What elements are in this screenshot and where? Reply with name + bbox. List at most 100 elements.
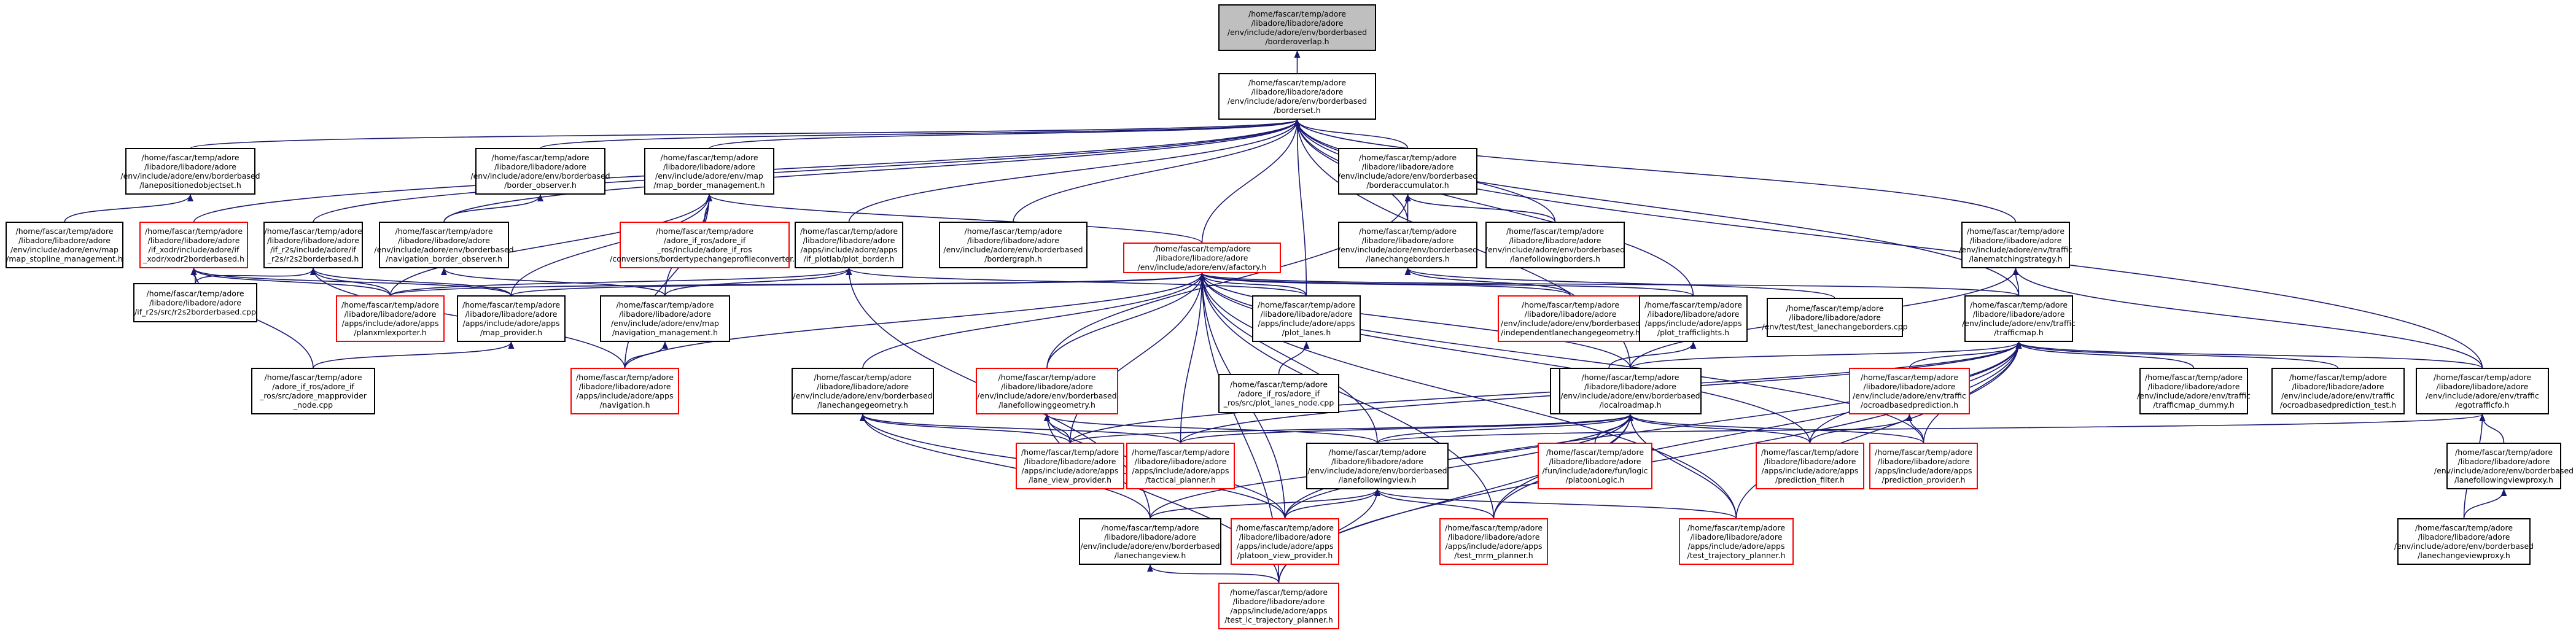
edge-plot_lanes-to-borderset <box>1294 119 1307 297</box>
node-label-line: /home/fascar/temp/adore <box>1248 9 1346 18</box>
node-box <box>2271 368 2405 414</box>
edge-lf_geometry-to-afactory <box>1046 273 1205 369</box>
node-label-line: /map_stopline_management.h <box>6 254 123 263</box>
node-label-line: /env/include/adore/env/borderbased <box>793 391 932 400</box>
graph-node-funlogic[interactable]: /home/fascar/temp/adore/libadore/libador… <box>1538 443 1652 489</box>
graph-node-egotraffic[interactable]: /home/fascar/temp/adore/libadore/libador… <box>2416 368 2549 414</box>
node-label-line: /localroadmap.h <box>1599 400 1661 410</box>
graph-node-trafficmap_dummy[interactable]: /home/fascar/temp/adore/libadore/libador… <box>2137 368 2251 414</box>
graph-node-lanefollowingborders[interactable]: /home/fascar/temp/adore/libadore/libador… <box>1485 222 1625 268</box>
edge-planxml-to-if_xodr <box>190 268 391 297</box>
graph-node-mapprovider_node[interactable]: /home/fascar/temp/adore/adore_if_ros/ado… <box>251 368 375 414</box>
graph-node-localroadmap[interactable]: /home/fascar/temp/adore/libadore/libador… <box>1559 368 1702 414</box>
graph-node-test_mrm[interactable]: /home/fascar/temp/adore/libadore/libador… <box>1439 518 1548 565</box>
graph-node-ocroad_pred[interactable]: /home/fascar/temp/adore/libadore/libador… <box>1849 368 1970 414</box>
graph-node-ocroad_test[interactable]: /home/fascar/temp/adore/libadore/libador… <box>2271 368 2405 414</box>
node-label-line: /lanefollowingview.h <box>1339 475 1417 484</box>
edge-lane_view_provider-to-trafficmap <box>1069 341 2022 444</box>
node-label-line: /home/fascar/temp/adore <box>1258 300 1355 309</box>
node-label-line: /test_trajectory_planner.h <box>1687 551 1785 560</box>
graph-node-indep_lc_geo[interactable]: /home/fascar/temp/adore/libadore/libador… <box>1498 295 1643 342</box>
node-box <box>1252 295 1361 342</box>
graph-node-prediction_filter[interactable]: /home/fascar/temp/adore/libadore/libador… <box>1756 443 1864 489</box>
graph-node-root[interactable]: /home/fascar/temp/adore/libadore/libador… <box>1218 4 1376 51</box>
node-label-line: /libadore/libadore/adore <box>1509 236 1601 245</box>
graph-node-lf_viewproxy[interactable]: /home/fascar/temp/adore/libadore/libador… <box>2434 443 2574 489</box>
graph-node-lanefollowingview[interactable]: /home/fascar/temp/adore/libadore/libador… <box>1306 443 1449 489</box>
edge-nav_mgmt-to-plot_border <box>664 268 852 297</box>
graph-node-test_lc_traj[interactable]: /home/fascar/temp/adore/libadore/libador… <box>1218 583 1339 629</box>
graph-node-map_stopline[interactable]: /home/fascar/temp/adore/libadore/libador… <box>6 222 123 268</box>
node-label-line: /borderset.h <box>1274 106 1320 115</box>
node-label-line: /libadore/libadore/adore <box>494 162 586 171</box>
graph-node-navigation_h[interactable]: /home/fascar/temp/adore/libadore/libador… <box>570 368 679 414</box>
node-label-line: /home/fascar/temp/adore <box>1132 448 1229 457</box>
node-label-line: /border_observer.h <box>504 181 577 190</box>
node-label-line: /env/include/adore/env/borderbased <box>1080 542 1220 551</box>
graph-node-test_traj[interactable]: /home/fascar/temp/adore/libadore/libador… <box>1679 518 1794 565</box>
node-box <box>1679 518 1794 565</box>
node-label-line: /planxmlexporter.h <box>354 328 426 337</box>
graph-node-lanechangeview[interactable]: /home/fascar/temp/adore/libadore/libador… <box>1079 518 1221 565</box>
graph-node-plot_lanes_node[interactable]: /home/fascar/temp/adore/adore_if_ros/ado… <box>1218 374 1339 413</box>
node-label-line: /home/fascar/temp/adore <box>145 227 243 236</box>
node-label-line: /lane_view_provider.h <box>1029 475 1111 484</box>
graph-node-borderaccumulator[interactable]: /home/fascar/temp/adore/libadore/libador… <box>1338 148 1477 195</box>
edge-lane_view_provider-to-localroadmap <box>1069 414 1633 444</box>
node-label-line: /trafficmap_dummy.h <box>2153 400 2235 410</box>
node-label-line: /libadore/libadore/adore <box>1864 382 1956 391</box>
node-label-line: /home/fascar/temp/adore <box>491 153 589 162</box>
node-box <box>1016 443 1124 489</box>
node-box <box>1439 518 1548 565</box>
graph-node-plot_border[interactable]: /home/fascar/temp/adore/libadore/libador… <box>795 222 903 268</box>
graph-node-tactical_planner[interactable]: /home/fascar/temp/adore/libadore/libador… <box>1126 443 1235 489</box>
node-label-line: /apps/include/adore/apps <box>341 319 438 328</box>
graph-node-lc_geometry[interactable]: /home/fascar/temp/adore/libadore/libador… <box>792 368 934 414</box>
graph-node-lanematching[interactable]: /home/fascar/temp/adore/libadore/libador… <box>1959 222 2072 268</box>
graph-node-trafficmap[interactable]: /home/fascar/temp/adore/libadore/libador… <box>1962 295 2076 342</box>
graph-node-prediction_provider[interactable]: /home/fascar/temp/adore/libadore/libador… <box>1869 443 1978 489</box>
edge-planxml-to-plot_border <box>389 268 852 297</box>
graph-node-nav_border_observer[interactable]: /home/fascar/temp/adore/libadore/libador… <box>374 222 514 268</box>
graph-node-plot_lanes[interactable]: /home/fascar/temp/adore/libadore/libador… <box>1252 295 1361 342</box>
node-label-line: /platoonLogic.h <box>1566 475 1625 484</box>
node-label-line: /env/include/adore/env/borderbased <box>1338 245 1477 254</box>
graph-node-bordergraph[interactable]: /home/fascar/temp/adore/libadore/libador… <box>939 222 1088 268</box>
graph-node-r2s_cpp[interactable]: /home/fascar/temp/adore/libadore/libador… <box>133 283 257 322</box>
graph-node-plot_trafficlights[interactable]: /home/fascar/temp/adore/libadore/libador… <box>1639 295 1748 342</box>
graph-node-lc_viewproxy[interactable]: /home/fascar/temp/adore/libadore/libador… <box>2394 518 2534 565</box>
node-label-line: /home/fascar/temp/adore <box>800 227 898 236</box>
graph-node-lanepos[interactable]: /home/fascar/temp/adore/libadore/libador… <box>120 148 260 195</box>
node-label-line: /libadore/libadore/adore <box>2437 382 2529 391</box>
edge-prediction_filter-to-ocroad_pred <box>1809 414 1913 444</box>
graph-node-planxml[interactable]: /home/fascar/temp/adore/libadore/libador… <box>336 295 445 342</box>
graph-node-test_lanechangeborders[interactable]: /home/fascar/temp/adore/libadore/libador… <box>1762 298 1908 337</box>
graph-node-lf_geometry[interactable]: /home/fascar/temp/adore/libadore/libador… <box>976 368 1118 414</box>
graph-node-afactory[interactable]: /home/fascar/temp/adore/libadore/libador… <box>1123 243 1281 273</box>
node-label-line: /libadore/libadore/adore <box>1135 457 1227 466</box>
graph-node-platoon_view[interactable]: /home/fascar/temp/adore/libadore/libador… <box>1231 518 1339 565</box>
node-label-line: /libadore/libadore/adore <box>1261 309 1353 319</box>
node-label-line: /tactical_planner.h <box>1145 475 1216 484</box>
graph-node-borderset[interactable]: /home/fascar/temp/adore/libadore/libador… <box>1218 73 1376 120</box>
graph-node-if_r2s_h[interactable]: /home/fascar/temp/adore/libadore/libador… <box>263 222 363 268</box>
edge-lanepos-to-borderset <box>190 119 1300 149</box>
graph-node-map_provider[interactable]: /home/fascar/temp/adore/libadore/libador… <box>457 295 566 342</box>
graph-node-map_border_mgmt[interactable]: /home/fascar/temp/adore/libadore/libador… <box>644 148 774 195</box>
graph-node-conversions[interactable]: /home/fascar/temp/adore/adore_if_ros/ado… <box>610 222 800 268</box>
node-label-line: /apps/include/adore/apps <box>576 391 673 400</box>
edge-borderaccumulator-to-borderset <box>1294 119 1409 149</box>
graph-node-nav_mgmt[interactable]: /home/fascar/temp/adore/libadore/libador… <box>600 295 730 342</box>
graph-node-if_xodr[interactable]: /home/fascar/temp/adore/libadore/libador… <box>139 222 248 268</box>
node-label-line: /apps/include/adore/apps <box>1761 466 1858 475</box>
graph-node-lane_view_provider[interactable]: /home/fascar/temp/adore/libadore/libador… <box>1016 443 1124 489</box>
node-box <box>1964 295 2073 342</box>
graph-node-lanechangeborders[interactable]: /home/fascar/temp/adore/libadore/libador… <box>1338 222 1477 268</box>
graph-node-border_observer[interactable]: /home/fascar/temp/adore/libadore/libador… <box>470 148 610 195</box>
node-label-line: /libadore/libadore/adore <box>1973 309 2065 319</box>
node-label-line: /libadore/libadore/adore <box>1789 313 1881 322</box>
node-box <box>1338 148 1477 195</box>
node-label-line: _ros/src/adore_mapprovider <box>259 391 367 400</box>
node-label-line: /apps/include/adore/apps <box>1230 606 1327 615</box>
node-label-line: /ocroadbasedprediction_test.h <box>2280 400 2396 410</box>
